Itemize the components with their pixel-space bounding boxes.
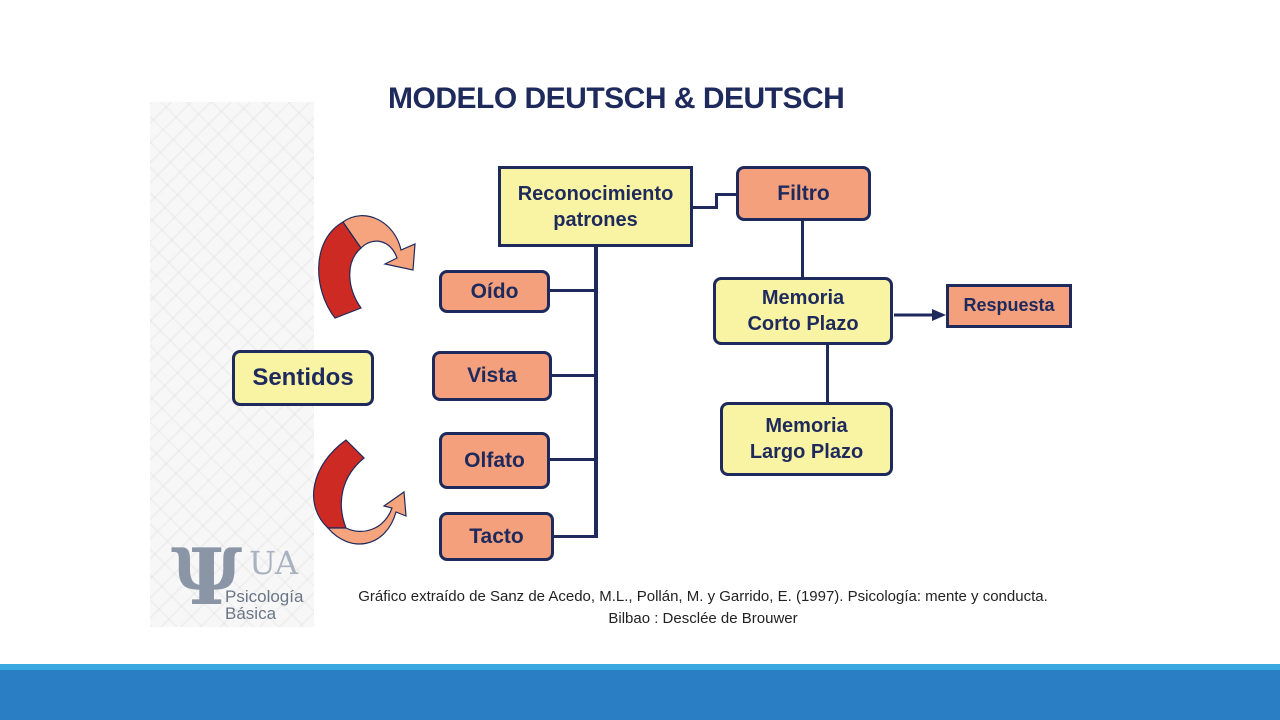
sense-box-vista: Vista — [432, 351, 552, 401]
reconocimiento-line2: patrones — [553, 208, 638, 231]
memoria-largo-box: Memoria Largo Plazo — [720, 402, 893, 476]
memoria-largo-line1: Memoria — [765, 415, 848, 437]
logo-ua: UA — [249, 544, 299, 582]
citation: Gráfico extraído de Sanz de Acedo, M.L.,… — [318, 586, 1088, 630]
connector-recon-filtro-b — [715, 193, 718, 209]
connector-recon-filtro-c — [715, 193, 738, 196]
curved-arrow-bottom — [313, 439, 407, 545]
sentidos-label: Sentidos — [252, 364, 354, 392]
connector-recon-filtro-a — [692, 206, 717, 209]
connector-tacto — [553, 535, 596, 538]
connector-filtro-memoria — [801, 220, 804, 278]
trunk-line — [594, 246, 598, 538]
citation-line1: Gráfico extraído de Sanz de Acedo, M.L.,… — [358, 588, 1048, 605]
arrow-to-respuesta — [894, 309, 946, 321]
reconocimiento-line1: Reconocimiento — [517, 182, 674, 205]
connector-olfato — [549, 458, 596, 461]
sense-label-olfato: Olfato — [464, 448, 525, 472]
slide-title: MODELO DEUTSCH & DEUTSCH — [388, 82, 845, 115]
sense-label-tacto: Tacto — [469, 524, 524, 548]
connector-memoria-largo — [826, 344, 829, 402]
footer-band-dark — [0, 670, 1280, 720]
sentidos-box: Sentidos — [232, 350, 374, 406]
respuesta-box: Respuesta — [946, 284, 1072, 328]
filtro-label: Filtro — [777, 181, 830, 205]
reconocimiento-box: Reconocimiento patrones — [498, 166, 693, 247]
respuesta-label: Respuesta — [963, 295, 1055, 316]
connector-oido — [549, 289, 596, 292]
sense-box-oido: Oído — [439, 270, 550, 313]
memoria-corto-line1: Memoria — [761, 287, 845, 309]
memoria-largo-line2: Largo Plazo — [749, 441, 864, 463]
psicologia-basica-logo: Ψ UA Psicología Básica — [165, 532, 315, 633]
sense-label-oido: Oído — [470, 279, 519, 303]
curved-arrow-top — [318, 215, 416, 319]
sense-box-olfato: Olfato — [439, 432, 550, 489]
footer-band-light — [0, 664, 1280, 670]
connector-vista — [551, 374, 596, 377]
filtro-box: Filtro — [736, 166, 871, 221]
psi-symbol-icon: Ψ — [171, 532, 243, 623]
memoria-corto-box: Memoria Corto Plazo — [713, 277, 893, 345]
logo-line2: Básica — [225, 604, 277, 623]
sense-label-vista: Vista — [467, 364, 517, 388]
memoria-corto-line2: Corto Plazo — [747, 313, 859, 335]
citation-line2: Bilbao : Desclée de Brouwer — [608, 610, 798, 627]
sense-box-tacto: Tacto — [439, 512, 554, 561]
logo-text: Psicología Básica — [225, 588, 303, 622]
logo-line1: Psicología — [225, 587, 304, 606]
